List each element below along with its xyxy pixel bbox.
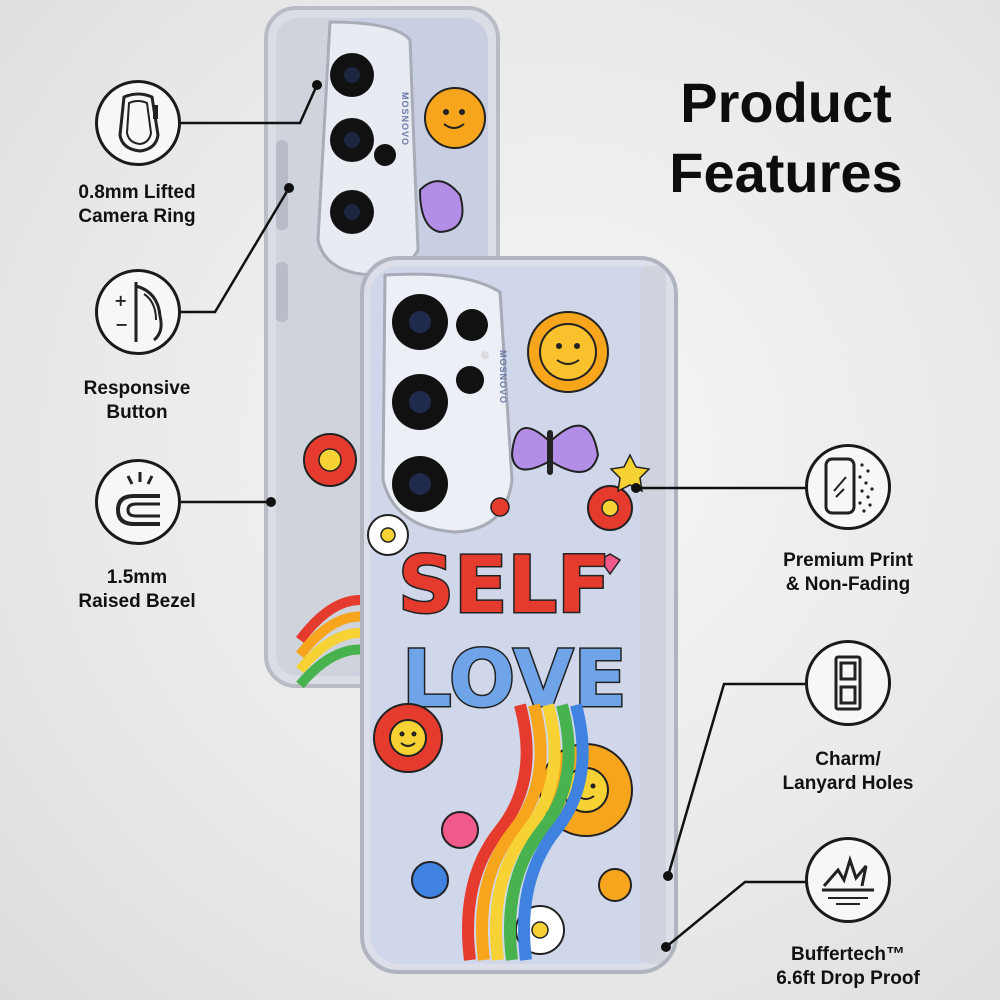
feature-button-line-2: Button xyxy=(106,402,168,423)
print-icon xyxy=(824,457,874,515)
feature-bezel-badge xyxy=(95,459,181,545)
feature-drop-label: Buffertech™ 6.6ft Drop Proof xyxy=(748,943,948,991)
feature-lanyard-label: Charm/ Lanyard Holes xyxy=(748,748,948,796)
svg-text:−: − xyxy=(115,315,128,334)
rainbow-doodle xyxy=(462,703,589,961)
feature-bezel-label: 1.5mm Raised Bezel xyxy=(37,566,237,614)
feature-print-line-1: Premium Print xyxy=(783,550,913,571)
feature-camera-ring-line-1: 0.8mm Lifted xyxy=(78,182,196,203)
feature-drop-line-2: 6.6ft Drop Proof xyxy=(776,968,920,989)
feature-bezel-line-1: 1.5mm xyxy=(106,567,168,588)
flower-doodle-daisy xyxy=(367,514,409,556)
sun-doodle xyxy=(527,311,609,393)
feature-lanyard-badge xyxy=(805,640,891,726)
feature-button-label: Responsive Button xyxy=(37,377,237,425)
feature-button-badge: + − xyxy=(95,269,181,355)
bezel-icon xyxy=(115,472,160,526)
feature-lanyard-line-1: Charm/ xyxy=(815,749,881,770)
butterfly-doodle xyxy=(510,424,600,475)
feature-print-label: Premium Print & Non-Fading xyxy=(748,549,948,597)
title-line-1: Product xyxy=(680,71,892,134)
button-icon: + − xyxy=(114,282,163,342)
feature-camera-ring-badge xyxy=(95,80,181,166)
drop-proof-icon xyxy=(822,855,874,905)
flower-doodle-red xyxy=(587,485,633,531)
flower-doodle-smiley xyxy=(373,703,443,773)
feature-button-line-1: Responsive xyxy=(83,378,191,399)
page-title: Product Features xyxy=(636,68,936,208)
feature-bezel-line-2: Raised Bezel xyxy=(78,591,196,612)
lanyard-holes-icon xyxy=(834,655,862,711)
artwork-word-love: LOVE xyxy=(402,635,627,725)
feature-camera-ring-line-2: Camera Ring xyxy=(78,206,196,227)
feature-drop-badge xyxy=(805,837,891,923)
back-case-brand: MOSNOVO xyxy=(400,92,410,146)
svg-text:+: + xyxy=(114,291,127,310)
front-case-brand: MOSNOVO xyxy=(498,350,508,404)
feature-print-line-2: & Non-Fading xyxy=(785,574,911,595)
feature-drop-line-1: Buffertech™ xyxy=(790,944,905,965)
front-phone-case: MOSNOVO SELF LOVE xyxy=(360,256,678,974)
feature-lanyard-line-2: Lanyard Holes xyxy=(782,773,914,794)
feature-print-badge xyxy=(805,444,891,530)
artwork-word-self: SELF xyxy=(398,541,610,631)
camera-ring-icon xyxy=(118,92,160,153)
title-line-2: Features xyxy=(669,141,903,204)
feature-camera-ring-label: 0.8mm Lifted Camera Ring xyxy=(37,181,237,229)
